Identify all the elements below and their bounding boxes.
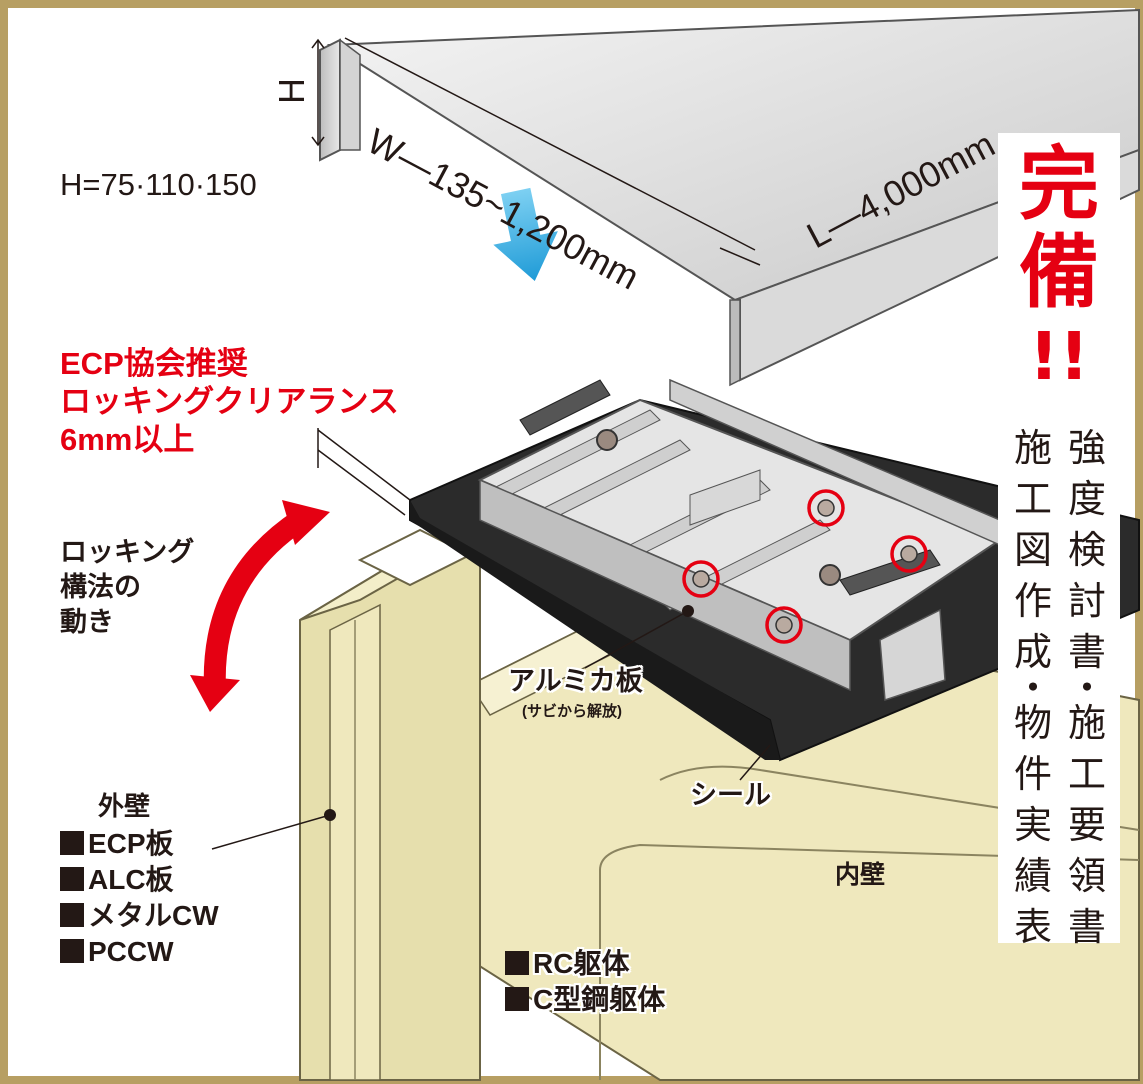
height-values: H=75·110·150 bbox=[60, 167, 257, 202]
bolt-markers bbox=[596, 429, 928, 644]
exterior-title: 外壁 bbox=[98, 791, 151, 821]
install-arrow bbox=[493, 187, 558, 281]
headline-kan: 完 bbox=[1019, 138, 1099, 231]
column-documents: 強度検討書・施工要領書 bbox=[1067, 426, 1106, 949]
headline-bi: 備 bbox=[1019, 226, 1099, 319]
aluminum-plate-note: (サビから解放) bbox=[522, 703, 622, 720]
column-records: 施工図作成・物件実績表 bbox=[1013, 426, 1052, 949]
exterior-item-pccw: PCCW bbox=[60, 934, 174, 970]
waterproof-note: (防露ステテカサ等) bbox=[815, 411, 945, 428]
rocking-arrow bbox=[203, 509, 311, 701]
rocking-line-3: 動き bbox=[60, 607, 114, 637]
exterior-item-ecp: ECP板 bbox=[60, 826, 174, 862]
clearance-line-1: ECP協会推奨 bbox=[60, 346, 248, 381]
exterior-item-alc: ALC板 bbox=[60, 862, 174, 898]
headline-exclaim: !! bbox=[1028, 318, 1090, 395]
rocking-line-2: 構法の bbox=[60, 572, 141, 602]
structure-item-rc: RC躯体 bbox=[505, 946, 629, 982]
exterior-item-metal-cw: メタルCW bbox=[60, 898, 219, 934]
ecp-panel bbox=[299, 528, 481, 1081]
inner-wall-label: 内壁 bbox=[835, 861, 886, 889]
feature-panel: 完 備 !! 強度検討書・施工要領書 施工図作成・物件実績表 bbox=[998, 133, 1120, 949]
waterproof-label: 2次防水層 bbox=[808, 374, 932, 404]
structure-item-steel: C型鋼躯体 bbox=[505, 982, 665, 1018]
clearance-line-2: ロッキングクリアランス bbox=[60, 384, 399, 419]
clearance-line-3: 6mm以上 bbox=[60, 422, 195, 457]
seal-label: シール bbox=[690, 780, 771, 810]
h-dim-label: H bbox=[271, 78, 312, 104]
aluminum-plate-label: アルミカ板 bbox=[508, 666, 643, 696]
rocking-line-1: ロッキング bbox=[60, 537, 195, 567]
